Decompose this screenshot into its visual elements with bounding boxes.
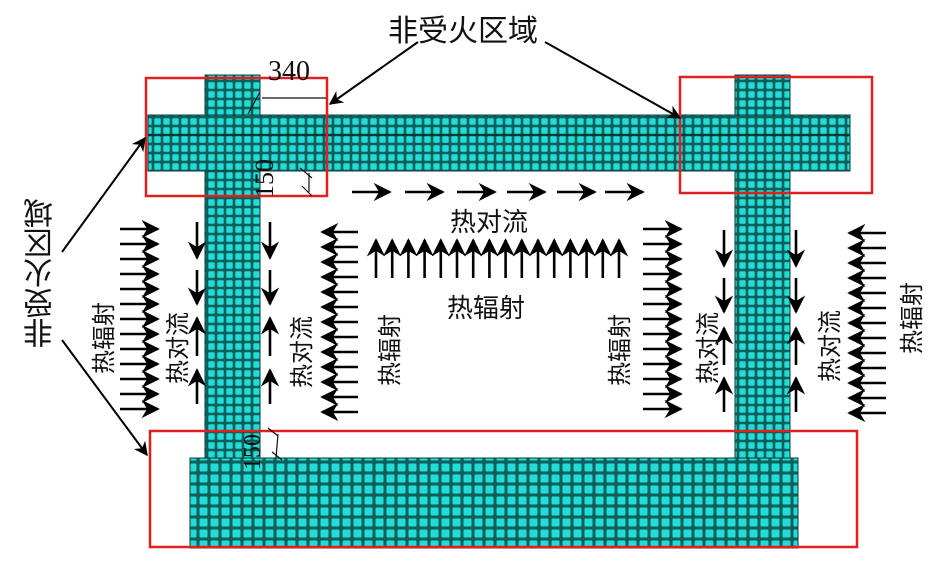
label-left-outer-convection: 热对流	[164, 312, 192, 384]
label-right-outer-convection: 热对流	[816, 310, 844, 382]
label-right-inner-radiation: 热辐射	[606, 314, 634, 386]
dimension-150-bottom: 150	[240, 434, 266, 470]
non-fire-regions	[144, 75, 874, 549]
dimension-150-top: 150	[250, 159, 279, 198]
callout-arrows	[61, 41, 682, 457]
title-top-non-fire-region: 非受火区域	[388, 14, 538, 49]
foundation-block	[189, 457, 799, 549]
callout-arrow-top-left	[328, 41, 419, 105]
top-beam-slab	[147, 114, 851, 172]
label-left-inner-radiation: 热辐射	[376, 314, 404, 386]
label-radiation-center: 热辐射	[447, 294, 526, 324]
structure-mesh	[147, 74, 851, 549]
callout-arrow-top-right	[544, 41, 682, 119]
label-right-outer-radiation: 热辐射	[898, 282, 926, 354]
dimension-340: 340	[268, 56, 310, 87]
region-box-top-left	[144, 76, 329, 198]
callout-arrow-left-down	[61, 339, 148, 457]
callout-arrow-left-up	[61, 136, 146, 253]
label-left-outer-radiation: 热辐射	[90, 302, 118, 374]
region-box-top-right	[678, 75, 874, 195]
title-left-non-fire-region: 非受火区域	[24, 198, 59, 348]
heat-flux-arrows	[120, 182, 886, 423]
label-right-inner-convection: 热对流	[694, 312, 722, 384]
label-convection-top: 热对流	[450, 208, 529, 238]
label-left-inner-convection: 热对流	[288, 316, 316, 388]
region-box-bottom	[148, 429, 859, 549]
dimension-lines	[247, 91, 326, 461]
